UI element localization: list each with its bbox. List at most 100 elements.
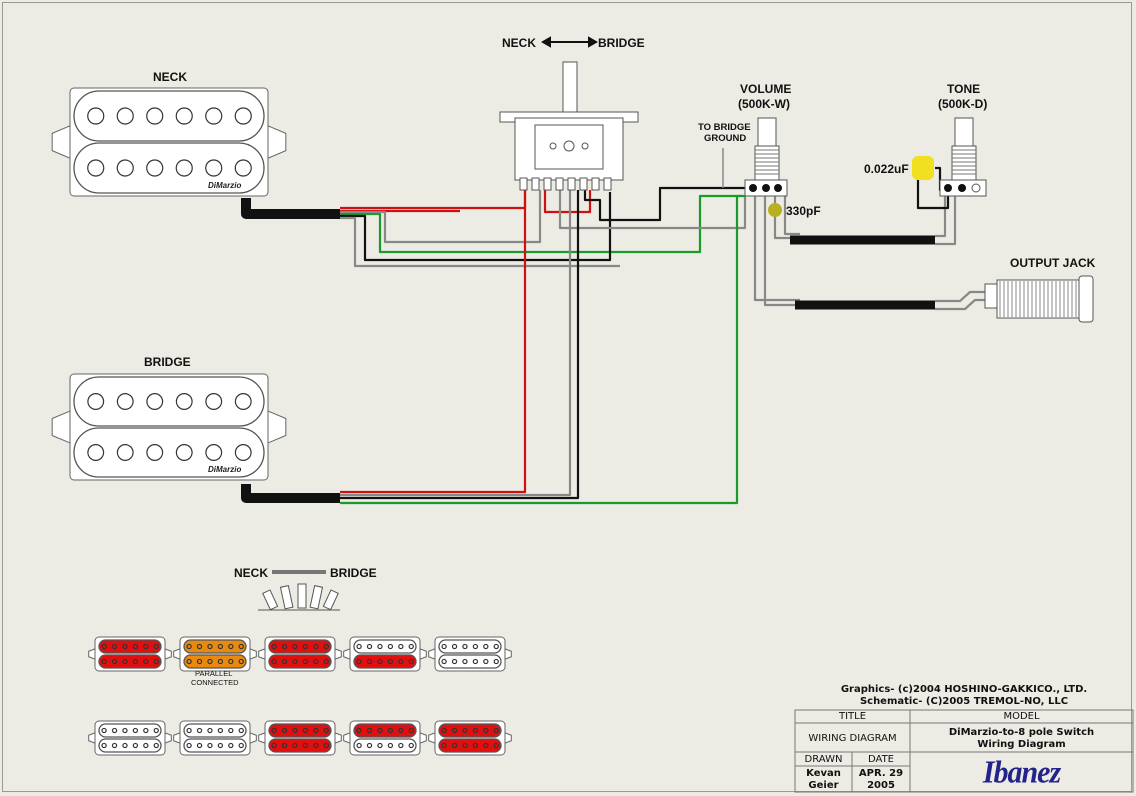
pole-piece: [87, 159, 105, 177]
pickup-selector-switch[interactable]: [499, 61, 639, 191]
pole-piece: [186, 742, 192, 749]
pole-piece: [205, 107, 223, 125]
pole-piece: [153, 658, 159, 665]
pickup-coil: [268, 723, 332, 738]
switch-lug: [555, 177, 564, 191]
pickup-brand: DiMarzio: [208, 181, 241, 190]
treble-cap-label: 330pF: [786, 204, 821, 218]
pickup-coil: [268, 654, 332, 669]
switch-neck-label: NECK: [502, 36, 536, 50]
position-1-neck: [88, 636, 172, 672]
switch-lever-positions-icon: [258, 583, 340, 611]
bridge-ground-wire: [340, 190, 580, 500]
pole-piece: [377, 742, 383, 749]
neck-cable: [241, 198, 340, 219]
pole-piece: [377, 727, 383, 734]
pole-piece: [101, 643, 107, 650]
pole-piece: [387, 742, 394, 749]
pole-piece: [153, 742, 159, 749]
pole-piece: [398, 643, 404, 650]
pole-piece: [122, 727, 128, 734]
pickup-coil: [183, 738, 247, 753]
pole-piece: [122, 643, 128, 650]
pole-piece: [302, 727, 309, 734]
neck-ground-wire: [340, 192, 612, 262]
output-jack-label: OUTPUT JACK: [1010, 256, 1096, 270]
pole-piece: [217, 658, 224, 665]
pole-piece: [132, 742, 139, 749]
volume-pot[interactable]: [744, 117, 788, 197]
pickup-coil: [73, 90, 265, 142]
title-header: TITLE: [838, 711, 867, 722]
pole-piece: [175, 107, 193, 125]
pickup-coil: [183, 639, 247, 654]
pole-piece: [483, 727, 489, 734]
output-jack[interactable]: [984, 275, 1094, 323]
treble-bleed-capacitor: [768, 203, 782, 217]
pole-piece: [116, 393, 134, 410]
pole-piece: [451, 727, 458, 734]
pole-piece: [398, 727, 404, 734]
neck-hot-wire: [340, 190, 527, 210]
pole-piece: [387, 727, 394, 734]
neck-pickup: DiMarzio: [51, 87, 287, 197]
pickup-coil: [98, 723, 162, 738]
pole-piece: [234, 107, 252, 125]
drawn-value-2: Geier: [808, 780, 839, 791]
ibanez-logo: Ibanez: [982, 755, 1061, 790]
pole-piece: [116, 444, 134, 461]
pole-piece: [234, 159, 252, 177]
pole-piece: [207, 658, 213, 665]
pole-piece: [472, 727, 479, 734]
pickup-coil: [353, 723, 417, 738]
pole-piece: [132, 658, 139, 665]
credit-schematic: Schematic- (C)2005 TREMOL-NO, LLC: [859, 696, 1069, 707]
pole-piece: [87, 444, 105, 461]
pole-piece: [217, 742, 224, 749]
pole-piece: [493, 742, 499, 749]
tone-label: TONE: [947, 82, 980, 96]
position-2-neck: [173, 636, 257, 672]
pole-piece: [175, 444, 193, 461]
position-3-neck: [258, 636, 342, 672]
pole-piece: [271, 742, 277, 749]
model-value: DiMarzio-to-8 pole Switch: [948, 727, 1095, 738]
pole-piece: [175, 393, 193, 410]
pole-piece: [493, 643, 499, 650]
pole-piece: [292, 658, 298, 665]
pole-piece: [234, 444, 252, 461]
pole-piece: [196, 658, 203, 665]
pickup-coil: [438, 738, 502, 753]
pickup-coil: [268, 639, 332, 654]
pole-piece: [186, 727, 192, 734]
pole-piece: [292, 727, 298, 734]
pole-piece: [205, 159, 223, 177]
pole-piece: [143, 643, 149, 650]
switch-lug: [579, 177, 588, 191]
pole-piece: [441, 658, 447, 665]
parallel-label-2: CONNECTED: [191, 678, 239, 687]
pole-piece: [238, 742, 244, 749]
tone-pot[interactable]: [939, 117, 987, 197]
position-2-bridge: [173, 720, 257, 756]
pole-piece: [377, 658, 383, 665]
pole-piece: [153, 643, 159, 650]
pole-piece: [281, 742, 288, 749]
pole-piece: [175, 159, 193, 177]
pole-piece: [483, 658, 489, 665]
pole-piece: [122, 742, 128, 749]
pole-piece: [146, 159, 164, 177]
pickup-coil: [353, 639, 417, 654]
pickup-coil: [98, 654, 162, 669]
pole-piece: [398, 742, 404, 749]
switch-lug: [519, 177, 528, 191]
pickup-coil: [183, 723, 247, 738]
double-arrow-icon: [540, 36, 599, 48]
pole-piece: [186, 643, 192, 650]
pole-piece: [143, 658, 149, 665]
pole-piece: [196, 742, 203, 749]
switch-lug: [531, 177, 540, 191]
bridge-green-wire: [340, 194, 745, 505]
credit-graphics: Graphics- (c)2004 HOSHINO-GAKKICO., LTD.: [840, 684, 1088, 695]
